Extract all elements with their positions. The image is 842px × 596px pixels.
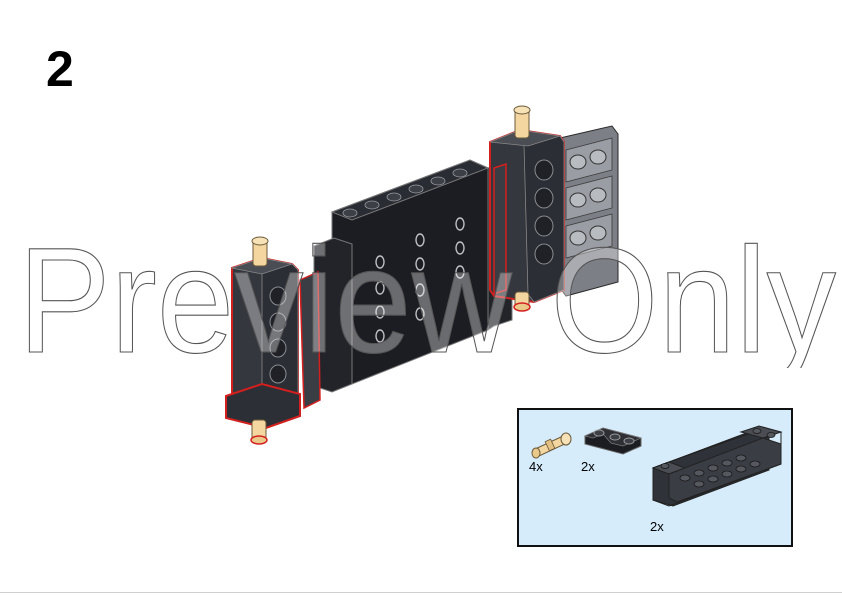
brick-bracket-dark-gray-icon [651, 425, 783, 507]
parts-list-box: 4x 2x 2x [517, 408, 793, 547]
light-gray-plate [559, 125, 619, 297]
qty-bracket-brick: 2x [650, 519, 664, 534]
axle-pin-tan-icon [531, 432, 572, 459]
plate-corner-black-icon [583, 427, 643, 455]
right-beam [489, 105, 565, 312]
parts-list-art [531, 425, 783, 507]
left-beam [225, 236, 321, 445]
step-number: 2 [46, 41, 74, 97]
page-bottom-rule [0, 592, 842, 593]
qty-corner-plate: 2x [581, 459, 595, 474]
black-panel [313, 159, 513, 393]
qty-axle-pin: 4x [529, 459, 543, 474]
